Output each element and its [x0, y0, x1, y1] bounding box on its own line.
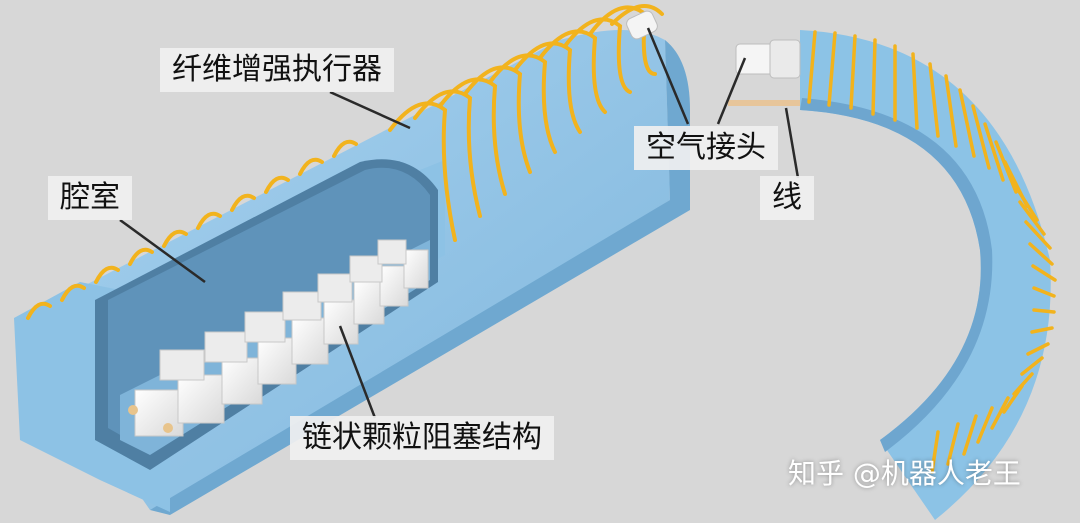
particle-cube: [291, 317, 329, 365]
granular-cubes: [128, 239, 429, 437]
particle-cube: [377, 239, 407, 265]
particle-cube: [282, 291, 322, 321]
particle-cube: [349, 255, 383, 283]
string-line: [728, 100, 800, 106]
leader-lines: [119, 27, 800, 419]
leader-chamber: [119, 218, 206, 284]
leader-line: [784, 107, 800, 179]
bent-actuator: [728, 30, 1057, 520]
leader-chain: [338, 325, 377, 419]
particle-cube: [323, 299, 359, 345]
bent-body: [800, 30, 1051, 520]
label-line: 线: [760, 176, 814, 220]
particle-cube: [257, 337, 297, 385]
straight-actuator: [14, 4, 690, 515]
fiber-windings: [26, 4, 664, 320]
particle-cube: [317, 273, 353, 303]
leader-air-left: [646, 27, 690, 125]
particle-cube: [221, 357, 263, 405]
particle-cube: [159, 349, 205, 381]
watermark: 知乎 @机器人老王: [788, 457, 1021, 490]
bent-fiber-windings: [807, 30, 1057, 474]
particle-cube: [403, 249, 429, 289]
leader-actuator: [329, 90, 411, 130]
particle-cube: [177, 374, 225, 424]
label-chain-granular-jamming: 链状颗粒阻塞结构: [290, 416, 554, 460]
particle-cube: [134, 389, 184, 437]
leader-air-right: [716, 57, 747, 125]
air-connector-right: [735, 39, 801, 79]
label-air-connector: 空气接头: [634, 126, 778, 170]
particle-cube: [244, 311, 286, 343]
string-knot: [163, 423, 173, 433]
particle-cube: [204, 331, 248, 363]
label-fiber-reinforced-actuator: 纤维增强执行器: [160, 48, 394, 92]
label-chamber: 腔室: [48, 176, 132, 220]
string-knot: [128, 405, 138, 415]
